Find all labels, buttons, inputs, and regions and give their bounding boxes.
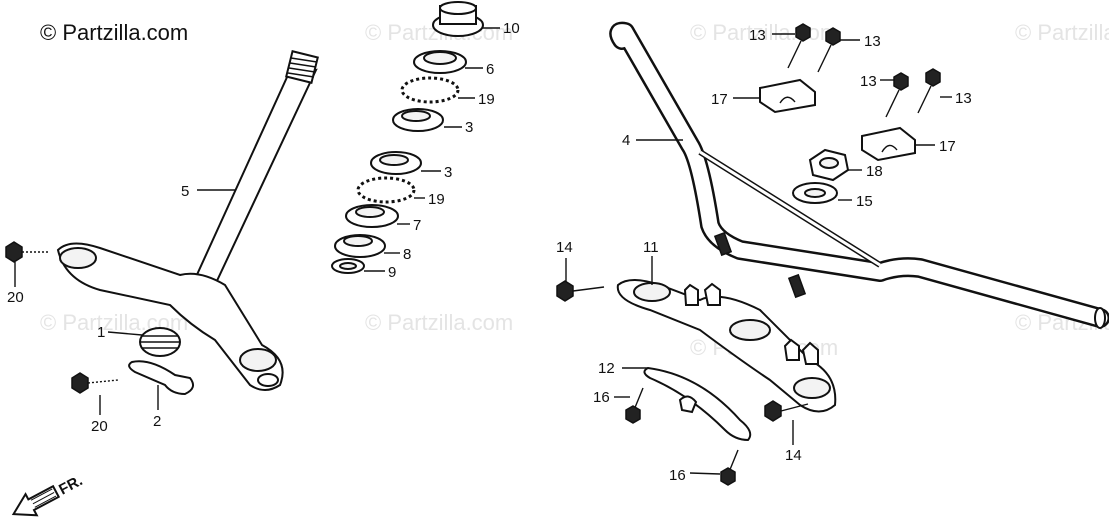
callout-17: 17 [711,91,728,108]
callout-13: 13 [749,27,766,44]
bearing-stack [331,1,484,274]
callout-3: 3 [465,119,473,136]
handlebar-crossbar [699,150,881,267]
callout-20: 20 [7,289,24,306]
callout-14: 14 [785,447,802,464]
part-13-bolt [787,23,811,69]
callout-16: 16 [669,467,686,484]
part-12-bracket [643,366,752,442]
handlebar [611,24,1108,326]
part-19-ball-bearing-lower [356,176,416,204]
part-3-race-upper [392,108,444,132]
handlebar-assembly [556,21,1109,486]
handlebar-end [1094,307,1106,329]
bolt-20-upper [5,241,48,263]
callout-17: 17 [939,138,956,155]
callout-2: 2 [153,413,161,430]
copyright-notice: © Partzilla.com [40,20,189,45]
steering-damper [139,327,181,357]
callout-10: 10 [503,20,520,37]
callout-11: 11 [643,239,659,256]
steering-stem-shaft [188,68,318,292]
pinch-bolt-boss [257,373,279,387]
part-15-washer [792,182,838,204]
leader-lines [14,27,952,475]
part-3-race-lower [370,151,422,175]
part-13-bolt [917,68,941,114]
stem-thread [285,50,319,84]
callout-20: 20 [91,418,108,435]
lower-bridge [56,242,284,391]
part-7-race [345,204,399,228]
callout-15: 15 [856,193,873,210]
fork-clamp-right [239,348,277,372]
callout-7: 7 [413,217,421,234]
callout-5: 5 [181,183,189,200]
watermark: © Partzilla.com [690,20,838,45]
callout-19: 19 [478,91,495,108]
front-direction-arrow: FR. [11,472,85,517]
part-10-stem-nut [432,1,484,37]
callout-8: 8 [403,246,411,263]
bolt-20-lower [71,372,119,394]
fork-clamp-left [59,247,97,269]
callout-4: 4 [622,132,630,149]
callout-14: 14 [556,239,573,256]
part-19-ball-bearing-upper [400,76,460,104]
direction-label: FR. [56,472,85,498]
part-17-holder-upper-left [759,78,816,114]
watermark: © Partzilla.com [365,310,513,335]
damper-bracket [128,360,195,396]
part-16-bolt-lower [720,449,739,486]
part-16-bolt-upper [625,387,644,424]
part-11-upper-bridge [616,279,837,413]
callout-12: 12 [598,360,615,377]
callout-6: 6 [486,61,494,78]
knurl-band [787,273,807,299]
callout-16: 16 [593,389,610,406]
part-6-lock-nut [413,50,467,74]
part-9-washer [331,258,365,274]
callout-13: 13 [864,33,881,50]
callout-13: 13 [955,90,972,107]
part-14-bolt-upper [556,280,605,302]
part-17-holder-upper-right [861,126,916,162]
callout-19: 19 [428,191,445,208]
callouts: 10 6 19 3 3 19 7 8 9 5 20 1 20 2 13 13 1… [7,20,972,484]
callout-13: 13 [860,73,877,90]
part-8-dust-seal [334,234,386,258]
callout-3: 3 [444,164,452,181]
part-13-bolt [817,27,841,73]
watermarks: © Partzilla.com © Partzilla.com © Partzi… [40,20,1109,360]
knurl-band [713,231,733,257]
callout-1: 1 [97,324,105,341]
steering-stem-assembly [5,50,319,396]
arrow-icon [11,484,61,517]
part-14-bolt-lower [764,400,809,422]
part-13-bolt [885,72,909,118]
watermark: © Partzilla.com [1015,20,1109,45]
callout-18: 18 [866,163,883,180]
part-18-nut [808,148,850,182]
callout-9: 9 [388,264,396,281]
